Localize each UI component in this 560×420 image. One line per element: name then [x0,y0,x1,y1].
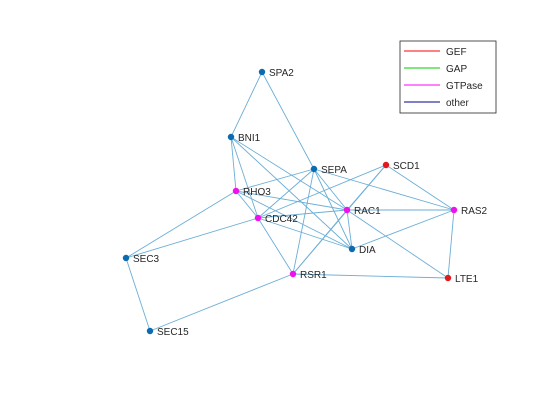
edge-cdc42-dia [257,217,353,250]
node-marker [450,206,458,214]
edge-sepa-cdc42 [257,168,315,219]
node-marker [343,206,351,214]
edge-rho3-cdc42 [235,190,259,219]
node-rac1: RAC1 [343,206,381,217]
edge-scd1-ras2 [385,164,455,211]
node-sepa: SEPA [310,165,347,176]
edge-bni1-dia [230,136,353,250]
legend-box [399,40,497,114]
node-label: LTE1 [455,274,479,285]
node-label: CDC42 [265,214,298,225]
node-marker [310,165,318,173]
node-label: SPA2 [269,68,294,79]
edge-cdc42-sec3 [125,217,259,259]
legend-label-gtpase: GTPase [446,81,483,92]
node-rho3: RHO3 [232,187,271,198]
legend: GEF GAP GTPase other [399,40,497,114]
node-label: DIA [359,245,376,256]
node-marker [289,270,297,278]
node-label: RAC1 [354,206,381,217]
legend-label-gap: GAP [446,64,467,75]
node-label: RSR1 [300,270,327,281]
edge-sepa-dia [313,168,353,250]
edge-rho3-rac1 [235,190,348,211]
edge-sepa-rac1 [313,168,348,211]
edge-rac1-lte1 [346,209,449,279]
edge-layer [125,71,455,332]
edge-rho3-dia [235,190,353,250]
edge-rac1-dia [346,209,353,250]
edge-sec3-sec15 [125,257,151,332]
node-label: SEC15 [157,327,189,338]
node-spa2: SPA2 [258,68,294,79]
node-marker [444,274,452,282]
node-marker [382,161,390,169]
edge-sepa-ras2 [313,168,455,211]
node-sec3: SEC3 [122,254,160,265]
edge-scd1-cdc42 [257,164,387,219]
node-label: BNI1 [238,133,261,144]
node-label: SEC3 [133,254,160,265]
edge-spa2-bni1 [230,71,263,138]
node-rsr1: RSR1 [289,270,327,281]
edge-rsr1-lte1 [292,273,449,279]
node-ras2: RAS2 [450,206,488,217]
edge-cdc42-rsr1 [257,217,294,275]
node-bni1: BNI1 [227,133,261,144]
edge-spa2-sepa [261,71,315,170]
edge-sepa-rsr1 [292,168,315,275]
node-marker [232,187,240,195]
edge-rac1-rsr1 [292,209,348,275]
node-label: SEPA [321,165,347,176]
edge-bni1-cdc42 [230,136,259,219]
node-marker [122,254,130,262]
node-scd1: SCD1 [382,161,420,172]
edge-sepa-rho3 [235,168,315,192]
node-dia: DIA [348,245,376,256]
node-label: RAS2 [461,206,488,217]
node-cdc42: CDC42 [254,214,298,225]
edge-rsr1-sec15 [149,273,294,332]
node-marker [348,245,356,253]
edge-cdc42-rac1 [257,209,348,219]
legend-label-other: other [446,98,469,109]
edge-ras2-lte1 [447,209,455,279]
node-marker [146,327,154,335]
edge-ras2-dia [351,209,455,250]
edge-rho3-sec3 [125,190,237,259]
edge-bni1-rho3 [230,136,237,192]
node-marker [227,133,235,141]
node-label: RHO3 [243,187,271,198]
node-label: SCD1 [393,161,420,172]
node-sec15: SEC15 [146,327,189,338]
node-marker [258,68,266,76]
legend-label-gef: GEF [446,47,467,58]
node-marker [254,214,262,222]
node-lte1: LTE1 [444,274,479,285]
